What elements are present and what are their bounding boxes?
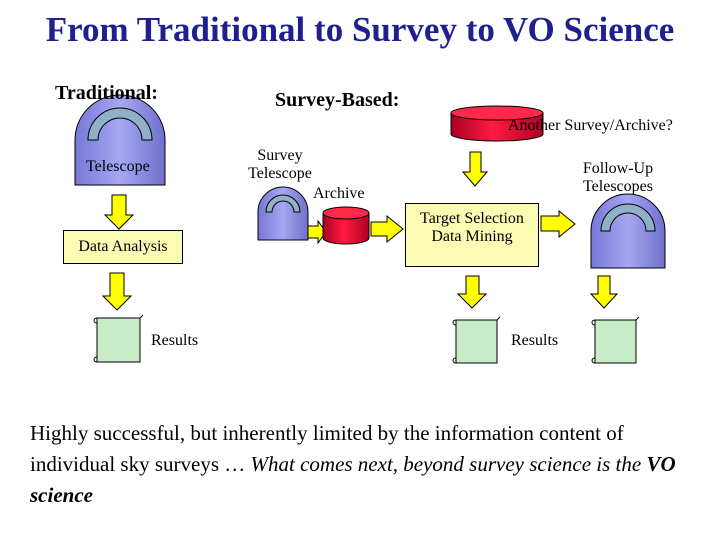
followup-telescope-dome-icon (590, 193, 666, 269)
results-scroll-icon (591, 316, 640, 364)
results-scroll-icon (93, 314, 144, 363)
followup-line1: Follow-Up (582, 160, 654, 177)
traditional-heading: Traditional: (55, 82, 158, 104)
summary-part2: What comes next, beyond survey science i… (250, 452, 647, 476)
survey-telescope-line1: Survey (257, 147, 303, 164)
survey-telescope-label: Survey Telescope (236, 147, 324, 183)
arrow-down-icon (461, 151, 489, 187)
arrow-down-icon (456, 275, 488, 309)
survey-heading: Survey-Based: (275, 89, 400, 111)
followup-telescopes-label: Follow-Up Telescopes (570, 160, 666, 196)
arrow-right-icon (370, 214, 404, 244)
another-archive-cylinder-icon (450, 105, 544, 142)
arrow-down-icon (589, 275, 619, 309)
another-survey-label: Another Survey/Archive? (508, 117, 673, 134)
telescope-label: Telescope (86, 158, 150, 175)
archive-label: Archive (313, 185, 365, 202)
arrow-right-icon (540, 209, 576, 239)
survey-results-label: Results (511, 332, 559, 349)
results-scroll-icon (452, 316, 501, 364)
arrow-right-icon (307, 219, 327, 245)
summary-part1: Highly successful, but inherently limite… (30, 421, 624, 476)
target-selection-line2: Data Mining (431, 228, 513, 245)
traditional-results-label: Results (151, 332, 199, 349)
summary-text: Highly successful, but inherently limite… (30, 418, 700, 511)
summary-part3: VO science (30, 452, 676, 507)
followup-line2: Telescopes (583, 178, 653, 195)
archive-cylinder-icon (322, 206, 370, 245)
arrow-down-icon (101, 272, 133, 311)
data-analysis-box: Data Analysis (63, 230, 183, 264)
target-selection-box: Target Selection Data Mining (405, 203, 539, 267)
data-analysis-label: Data Analysis (78, 238, 168, 255)
target-selection-line1: Target Selection (420, 210, 524, 227)
arrow-down-icon (103, 194, 135, 230)
telescope-dome-icon (74, 94, 166, 186)
survey-telescope-line2: Telescope (248, 165, 312, 182)
page-title: From Traditional to Survey to VO Science (45, 10, 675, 49)
survey-telescope-dome-icon (257, 186, 309, 241)
